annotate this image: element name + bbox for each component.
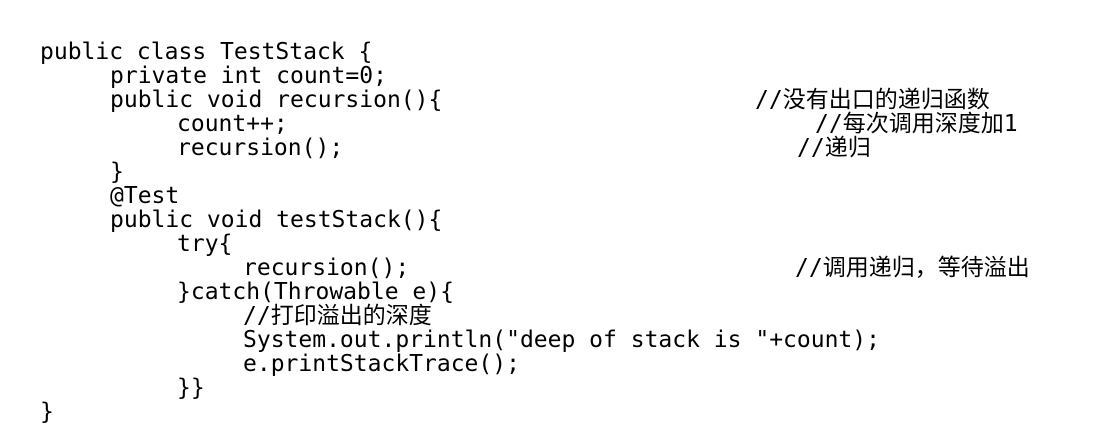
code-line: recursion(); //递归	[0, 136, 1103, 160]
code-text: recursion();	[243, 255, 410, 281]
code-line: }catch(Throwable e){	[0, 280, 1103, 304]
code-line: }	[0, 400, 1103, 424]
code-text: }	[40, 399, 54, 425]
code-text: try{	[177, 231, 233, 257]
code-text: public void recursion(){	[110, 87, 443, 113]
code-line: @Test	[0, 184, 1103, 208]
code-text: System.out.println("deep of stack is "+c…	[243, 327, 880, 353]
code-line: public class TestStack {	[0, 40, 1103, 64]
code-text: count++;	[177, 111, 288, 137]
inline-comment: //递归	[797, 135, 871, 161]
code-line: System.out.println("deep of stack is "+c…	[0, 328, 1103, 352]
code-listing: public class TestStack {private int coun…	[0, 40, 1103, 424]
code-text: @Test	[110, 183, 180, 209]
code-text: }catch(Throwable e){	[177, 279, 454, 305]
code-line: }}	[0, 376, 1103, 400]
code-line: public void recursion(){ //没有出口的递归函数	[0, 88, 1103, 112]
code-line: count++; //每次调用深度加1	[0, 112, 1103, 136]
code-line: recursion(); //调用递归，等待溢出	[0, 256, 1103, 280]
code-text: //打印溢出的深度	[243, 303, 432, 329]
code-text: }	[110, 159, 124, 185]
code-text: public void testStack(){	[110, 207, 443, 233]
code-line: e.printStackTrace();	[0, 352, 1103, 376]
inline-comment: //调用递归，等待溢出	[795, 255, 1030, 281]
inline-comment: //每次调用深度加1	[815, 111, 1018, 137]
code-text: e.printStackTrace();	[243, 351, 520, 377]
code-line: //打印溢出的深度	[0, 304, 1103, 328]
code-text: public class TestStack {	[40, 39, 373, 65]
code-line: }	[0, 160, 1103, 184]
inline-comment: //没有出口的递归函数	[755, 87, 990, 113]
code-text: }}	[177, 375, 205, 401]
code-line: public void testStack(){	[0, 208, 1103, 232]
code-line: try{	[0, 232, 1103, 256]
code-line: private int count=0;	[0, 64, 1103, 88]
code-text: private int count=0;	[110, 63, 387, 89]
code-text: recursion();	[177, 135, 344, 161]
